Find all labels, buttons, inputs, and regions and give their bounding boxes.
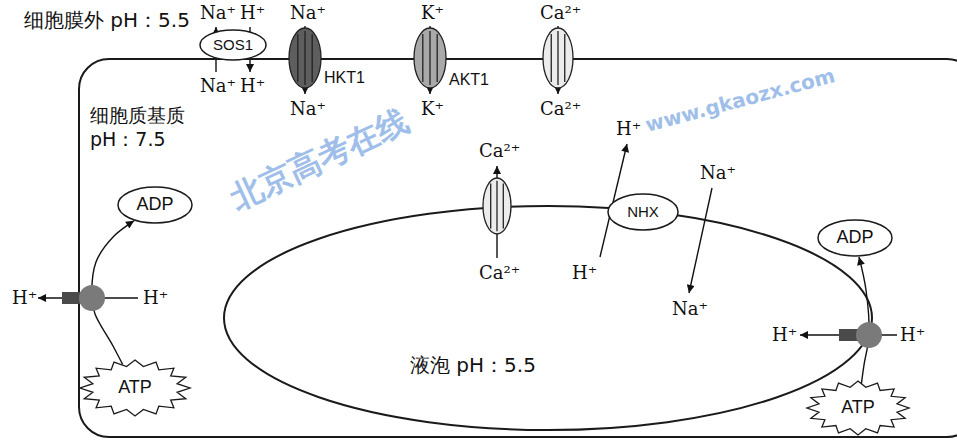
vacuole: 液泡 pH：5.5 [223,205,873,431]
node-label: ADP [136,194,173,216]
ion-label: Na⁺ [290,2,326,24]
ion-label: H⁺ [240,2,265,24]
node-label: AKT1 [449,70,489,89]
node-label: 液泡 pH：5.5 [410,353,536,377]
ion-arrow [689,188,712,293]
ion-label: H⁺ [572,262,597,284]
node-label: ATP [118,377,152,399]
ion-label: K⁺ [421,98,444,120]
ion-label: Na⁺ [672,298,708,320]
node-label: ATP [841,397,875,419]
proton-pump [62,285,105,311]
ion-label: H⁺ [143,287,168,309]
proton-pump [839,322,882,348]
ion-label: Na⁺ [200,2,236,24]
adp-ellipse: ADP [117,186,193,224]
ion-label: H⁺ [616,118,641,140]
channel-protein: HKT1 [289,28,379,90]
ion-label: H⁺ [12,287,37,309]
antiporter-ellipse: NHX [607,193,679,231]
antiporter-ellipse: SOS1 [199,29,267,61]
ion-label: K⁺ [421,2,444,24]
node-label: HKT1 [324,68,365,87]
shape-outline [223,205,873,431]
atp-burst: ATP [79,359,191,417]
watermark: www.gkaozx.com [643,63,838,137]
channel-protein: AKT1 [414,28,504,91]
ion-label: H⁺ [900,324,925,346]
atp-burst: ATP [806,380,910,436]
calcium-channel [483,178,511,234]
region-label: 细胞膜外 pH：5.5 [24,8,190,32]
ion-label: Ca²⁺ [540,98,581,120]
ion-label: Na⁺ [700,162,736,184]
adp-ellipse: ADP [817,219,893,257]
node-label: ADP [836,227,873,249]
cell-outline: 细胞质基质 pH：7.5ADP ATP 液泡 pH：5.5 NHX ADP ATP [78,58,957,438]
ion-label: Na⁺ [290,98,326,120]
ion-arrow [557,26,558,94]
ion-label: H⁺ [772,324,797,346]
reaction-arrow [859,257,869,385]
ion-label: Ca²⁺ [479,262,520,284]
ion-label: Ca²⁺ [540,2,581,24]
node-label: SOS1 [213,36,253,54]
node-label: 细胞质基质 pH：7.5 [90,104,202,152]
node-label: NHX [627,203,659,221]
calcium-channel [543,28,573,88]
ion-arrow [304,26,305,94]
ion-label: Ca²⁺ [479,140,520,162]
ion-label: Na⁺ [200,75,236,97]
ion-label: H⁺ [240,75,265,97]
ion-arrow [429,26,430,94]
